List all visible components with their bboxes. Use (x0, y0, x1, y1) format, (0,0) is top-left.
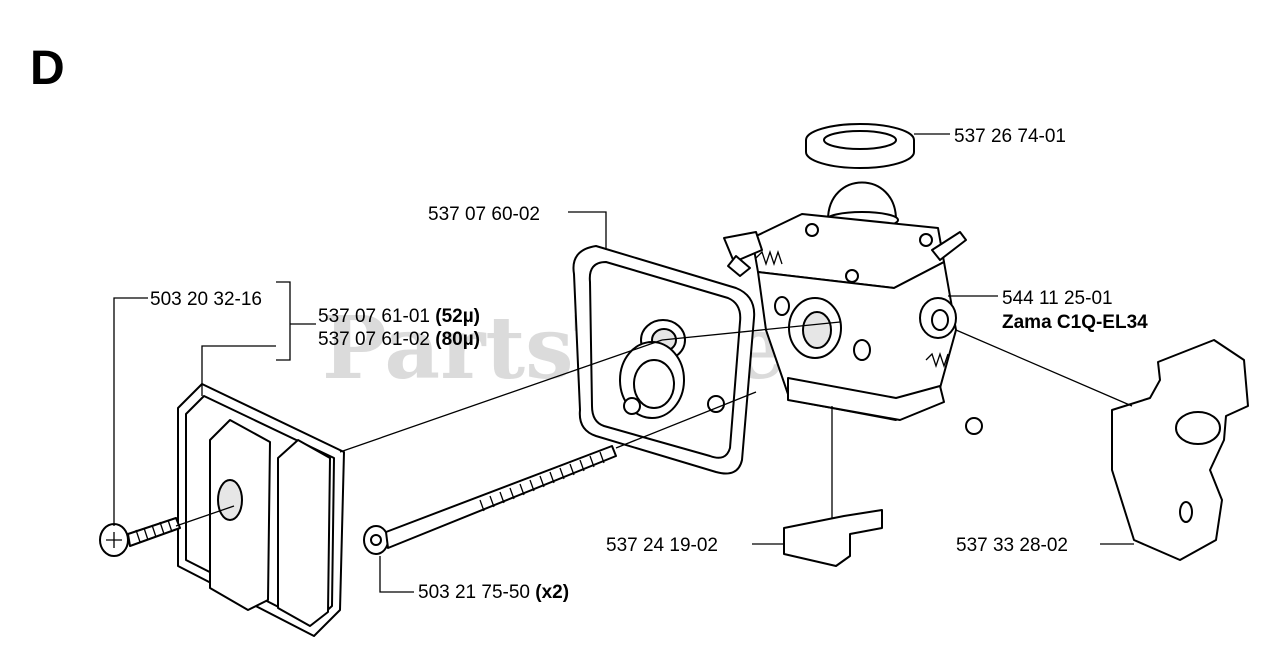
air-filter (177, 383, 345, 637)
label-carburetor-number: 544 11 25-01 (1002, 288, 1113, 309)
leader-lines (113, 133, 1134, 593)
section-letter: D (30, 42, 65, 95)
long-bolt (363, 445, 617, 555)
gasket-plate (572, 245, 756, 475)
label-filter-2: 537 07 61-02 (80µ) (318, 329, 480, 350)
screw-part (99, 517, 181, 557)
label-block: 537 24 19-02 (606, 535, 718, 556)
label-filter-1: 537 07 61-01 (52µ) (318, 306, 480, 327)
label-gasket: 537 07 60-02 (428, 204, 540, 225)
sealing-ring (805, 123, 915, 169)
carburetor (723, 181, 983, 435)
label-ring: 537 26 74-01 (954, 126, 1066, 147)
spacer-block (783, 509, 883, 567)
label-screw: 503 20 32-16 (150, 289, 262, 310)
label-carburetor-model: Zama C1Q-EL34 (1002, 312, 1148, 333)
bracket (1111, 339, 1249, 561)
label-bolt: 503 21 75-50 (x2) (418, 582, 569, 603)
label-bracket: 537 33 28-02 (956, 535, 1068, 556)
